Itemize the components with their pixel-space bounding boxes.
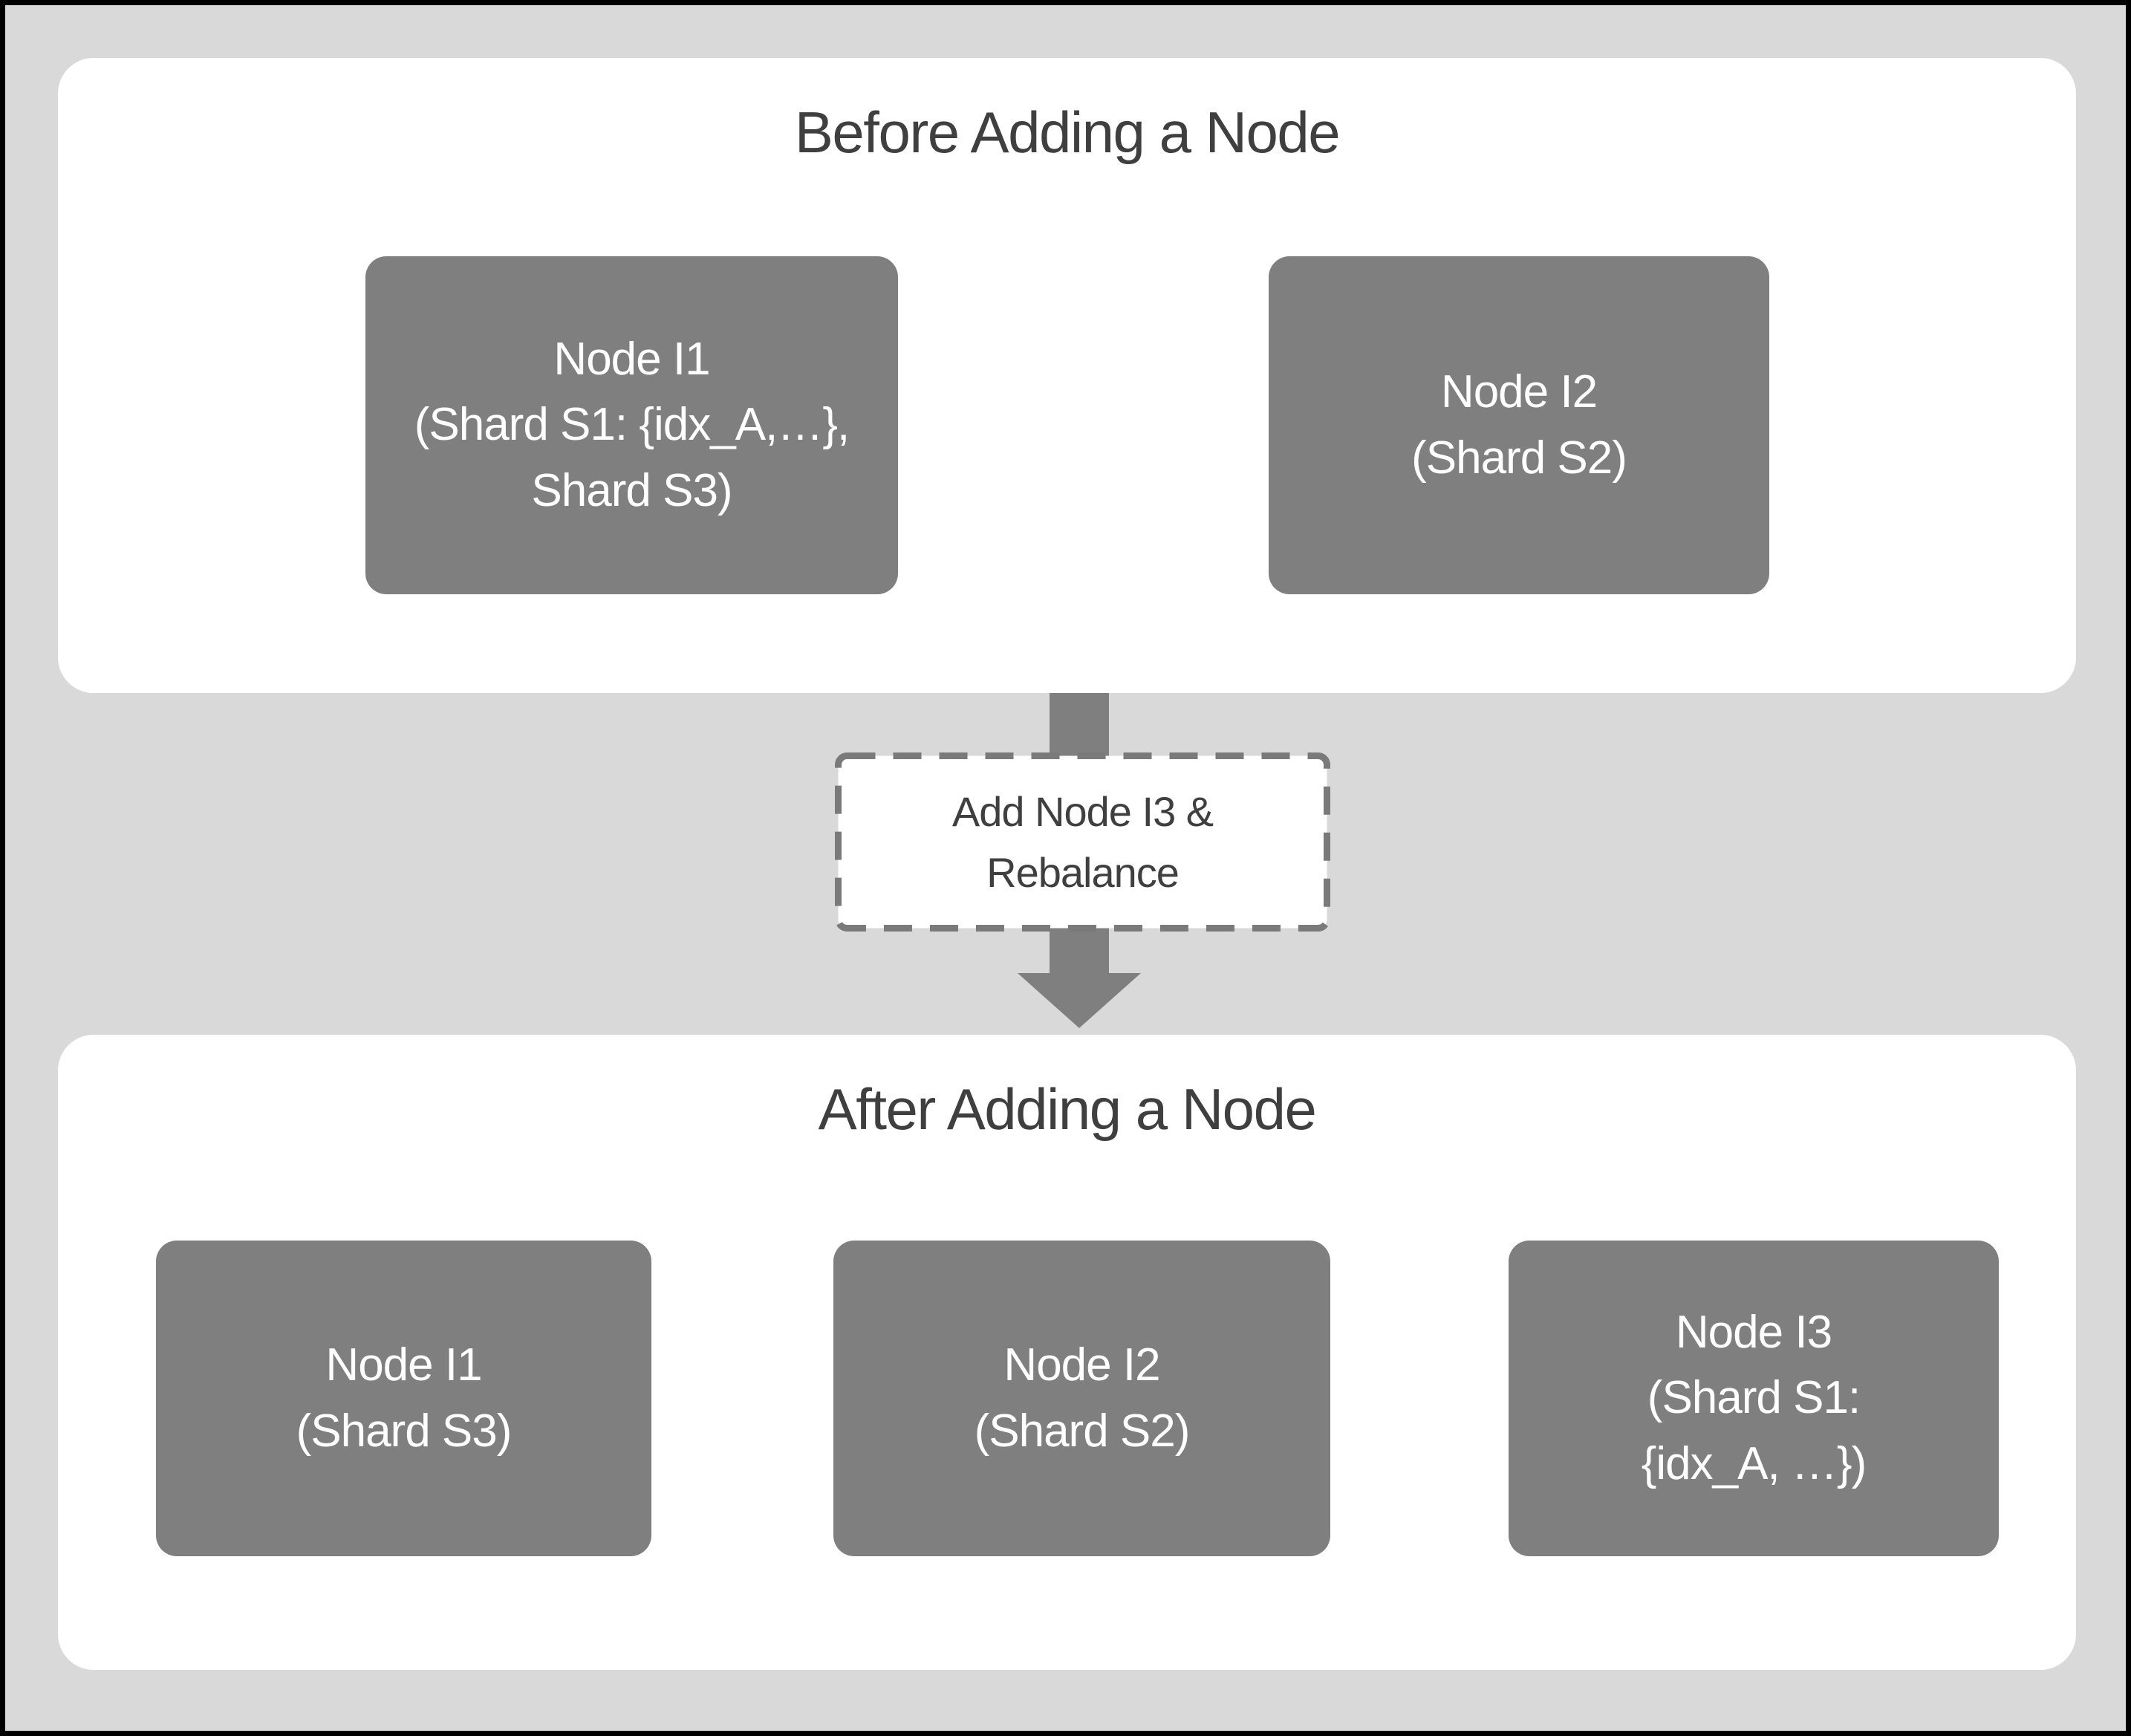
dashed-border [835,752,1330,932]
node-label-after-i1: Node I1 (Shard S3) [296,1339,513,1457]
down-arrow-head-icon [1018,973,1141,1028]
node-box-before-i2: Node I2 (Shard S2) [1269,256,1769,594]
after-panel-title: After Adding a Node [818,1076,1317,1142]
node-box-after-i2: Node I2 (Shard S2) [833,1241,1330,1556]
node-label-before-i1: Node I1 (Shard S1: {idx_A,…}, Shard S3) [414,334,850,516]
node-label-after-i3: Node I3 (Shard S1: {idx_A, …}) [1641,1307,1867,1489]
node-box-after-i1: Node I1 (Shard S3) [156,1241,651,1556]
before-panel: Before Adding a Node Node I1 (Shard S1: … [58,58,2076,693]
before-panel-title: Before Adding a Node [794,100,1341,165]
after-panel: After Adding a Node Node I1 (Shard S3) N… [58,1035,2076,1670]
node-label-before-i2: Node I2 (Shard S2) [1411,366,1627,484]
rebalance-action-label: Add Node I3 & Rebalance [951,788,1214,896]
node-box-before-i1: Node I1 (Shard S1: {idx_A,…}, Shard S3) [365,256,898,594]
rebalance-action-box: Add Node I3 & Rebalance [835,752,1330,932]
node-box-after-i3: Node I3 (Shard S1: {idx_A, …}) [1509,1241,1999,1556]
node-label-after-i2: Node I2 (Shard S2) [974,1339,1191,1457]
